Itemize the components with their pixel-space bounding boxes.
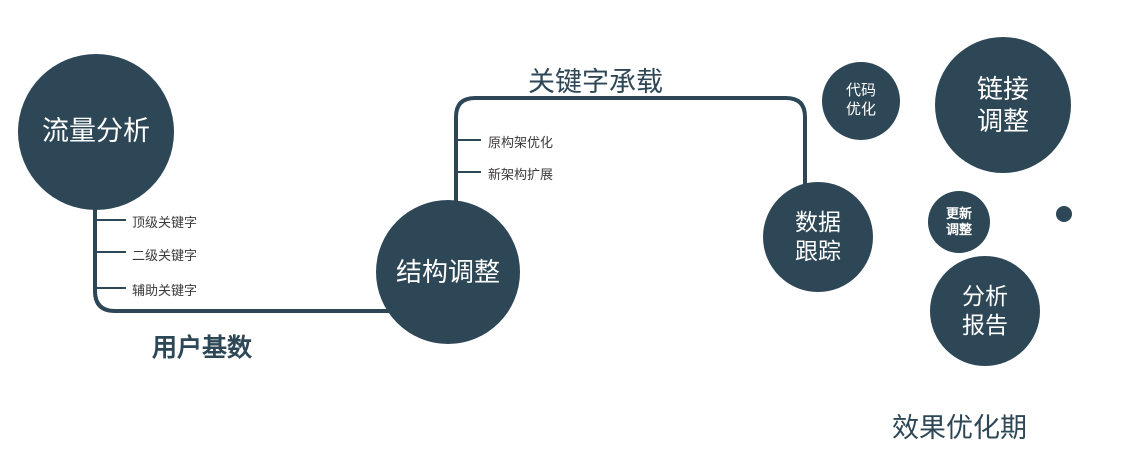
node-data-tracking-label: 数据 跟踪: [795, 209, 841, 264]
edge-traffic-to-structure: [93, 198, 448, 313]
node-traffic-analysis: 流量分析: [18, 54, 174, 210]
branch-label-new-structure-expansion: 新架构扩展: [488, 167, 554, 182]
footer-phase-label: 效果优化期: [892, 413, 1027, 443]
branch-label-top-keywords: 顶级关键字: [132, 215, 198, 230]
node-analysis-report-label: 分析 报告: [962, 283, 1008, 338]
edge-structure-to-tracking: [454, 96, 807, 205]
node-code-optimization: 代码 优化: [822, 62, 900, 140]
edge-label-keyword-carry: 关键字承载: [528, 67, 663, 97]
branch-label-auxiliary-keywords: 辅助关键字: [132, 283, 198, 298]
branch-label-original-structure-optimization: 原构架优化: [488, 135, 554, 150]
branch-label-secondary-keywords: 二级关键字: [132, 248, 198, 263]
node-structure-adjustment: 结构调整: [376, 200, 520, 344]
node-update-adjustment-label: 更新 调整: [945, 205, 972, 237]
decorative-dot: [1056, 206, 1072, 222]
node-link-adjustment-label: 链接 调整: [976, 73, 1029, 137]
node-structure-adjustment-label: 结构调整: [395, 256, 500, 287]
node-link-adjustment: 链接 调整: [935, 37, 1071, 173]
node-data-tracking: 数据 跟踪: [763, 182, 873, 292]
node-traffic-analysis-label: 流量分析: [42, 116, 150, 147]
edge-label-user-base: 用户基数: [152, 334, 253, 362]
node-code-optimization-label: 代码 优化: [845, 82, 876, 118]
node-update-adjustment: 更新 调整: [928, 191, 990, 253]
node-analysis-report: 分析 报告: [930, 256, 1040, 366]
